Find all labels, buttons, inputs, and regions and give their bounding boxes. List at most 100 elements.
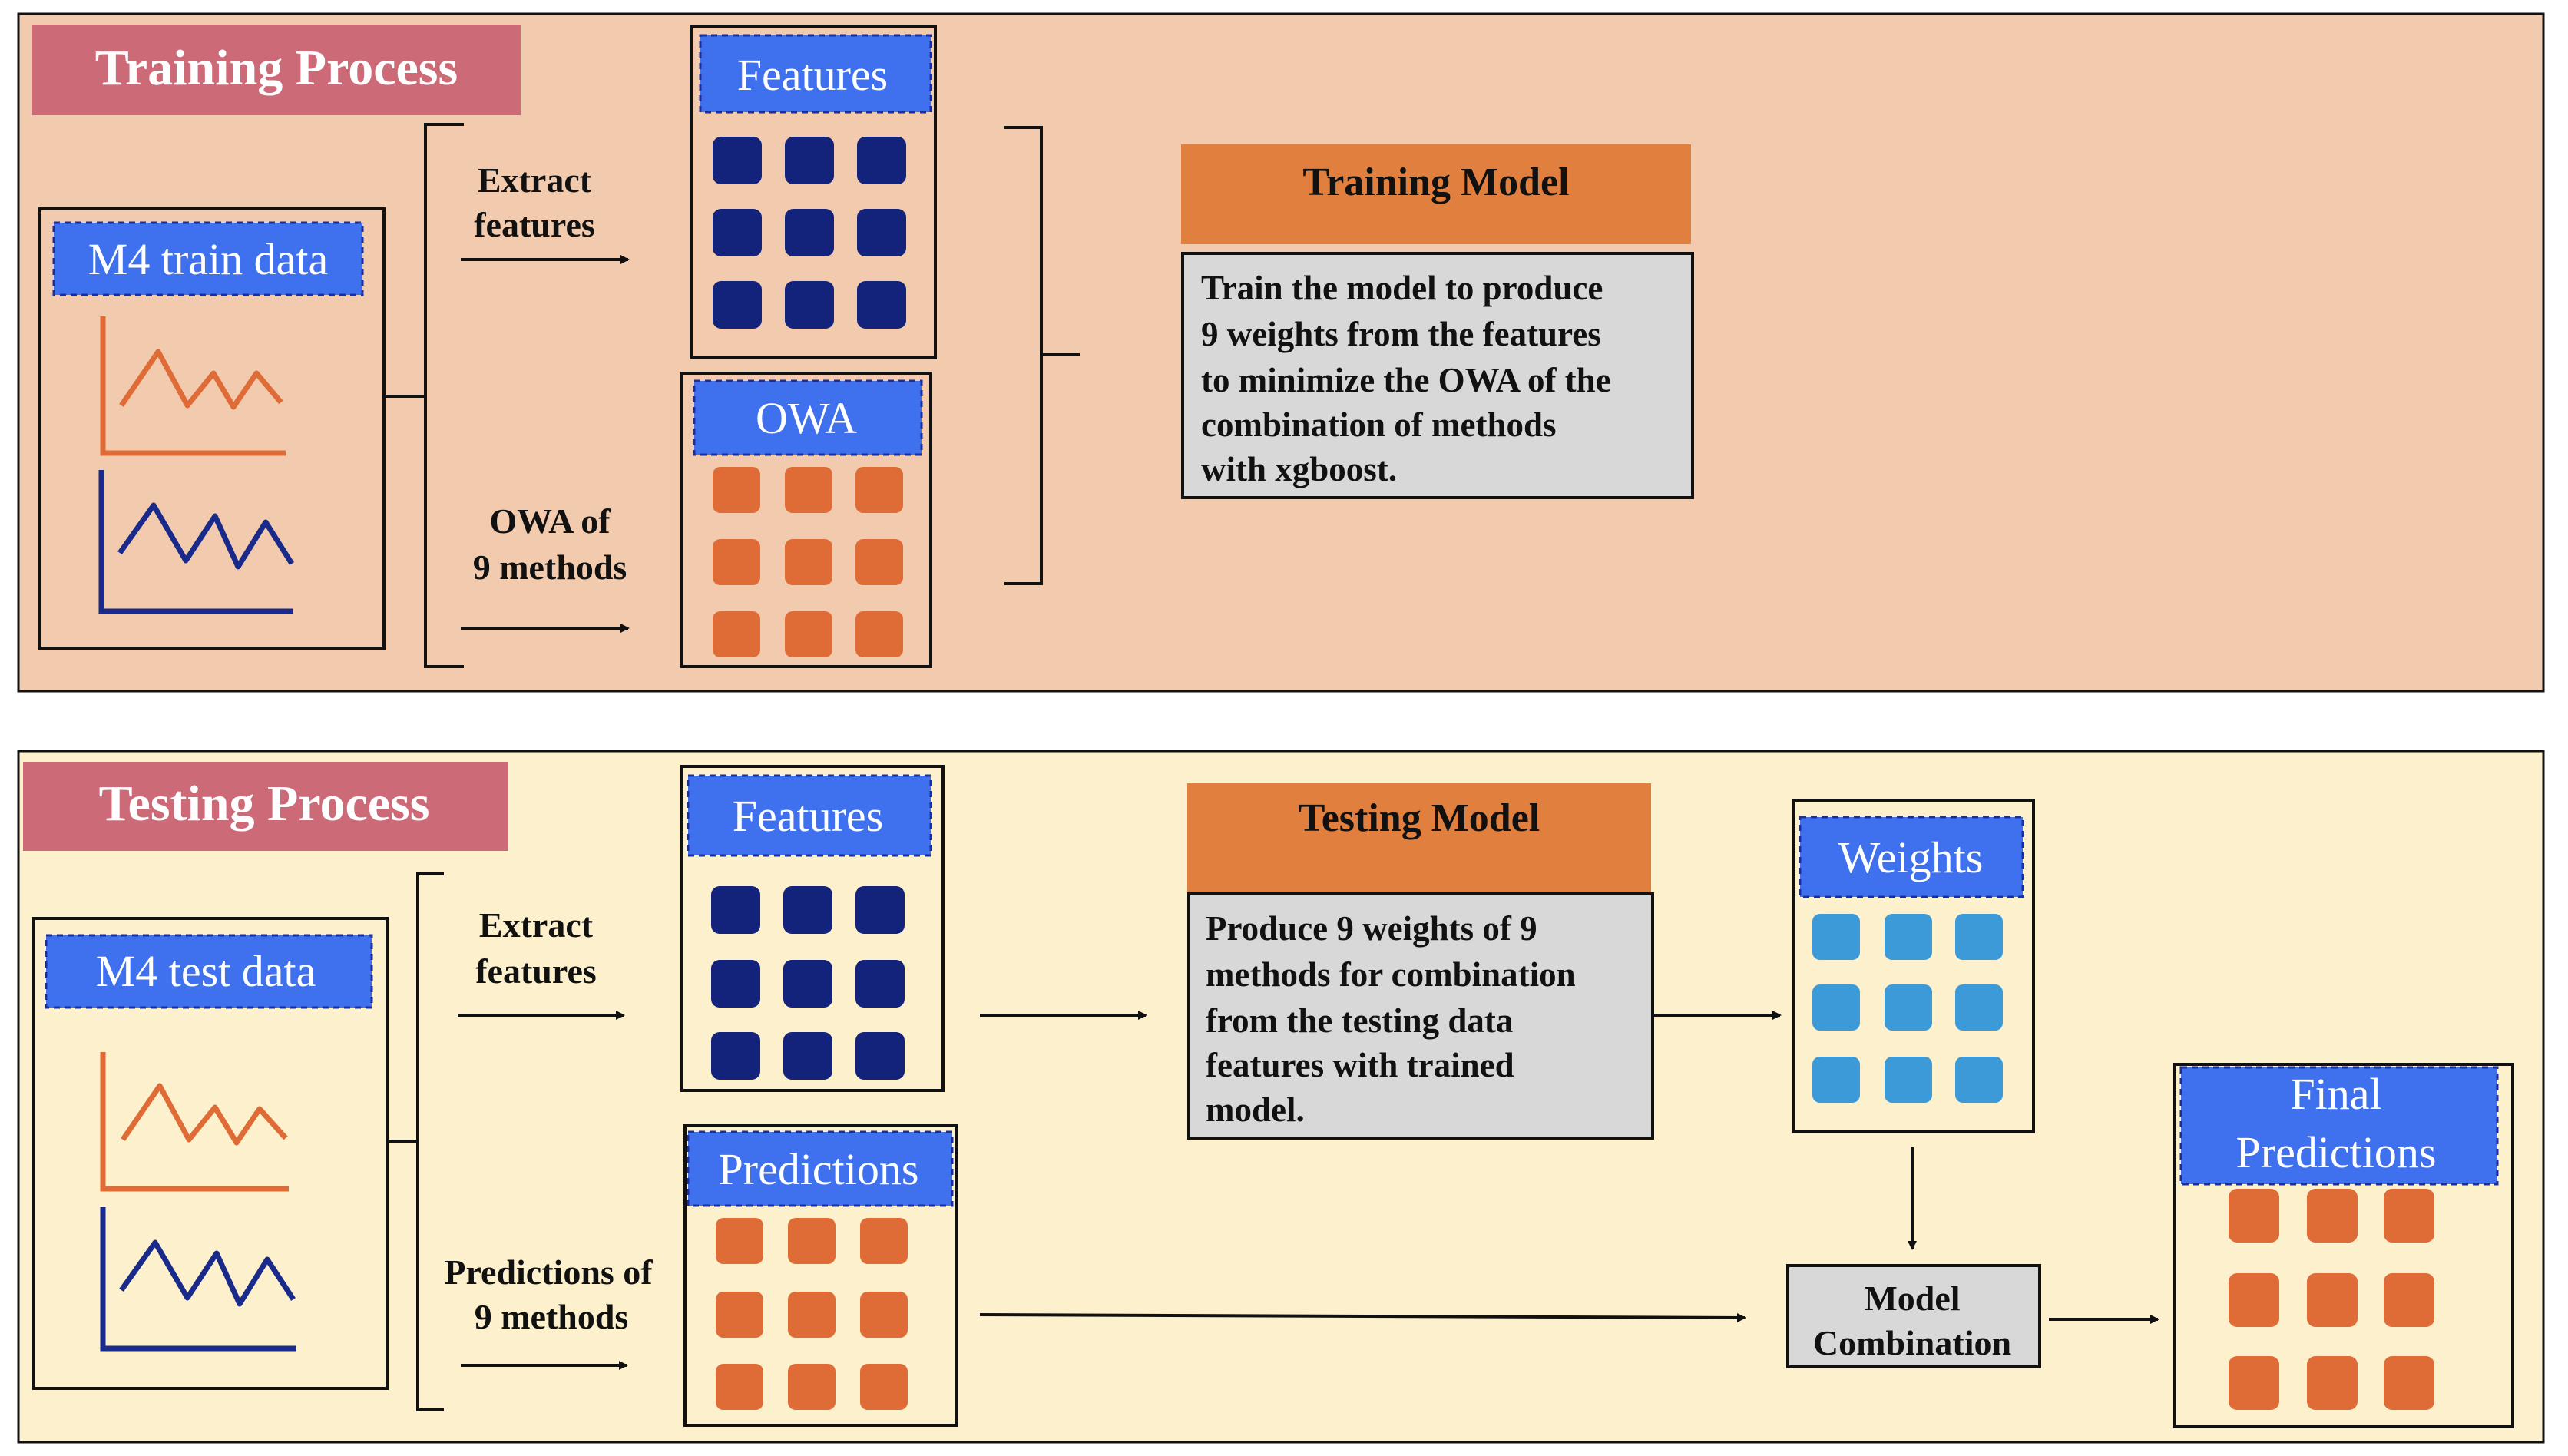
test-features-box: Features [680, 765, 945, 1092]
prediction-tile [788, 1218, 836, 1264]
training-model-text-line: with xgboost. [1201, 450, 1397, 488]
testing-model-text-line: features with trained [1206, 1046, 1514, 1084]
feature-tile [783, 886, 832, 934]
training-panel: Training Process M4 train data Extract f… [17, 12, 2545, 693]
feature-tile [785, 137, 834, 184]
weight-tile [1812, 984, 1860, 1031]
owa-tile [855, 611, 903, 657]
final-tile [2384, 1189, 2434, 1243]
feature-tile [783, 960, 832, 1008]
test-data-box: M4 test data [32, 917, 389, 1390]
train-brace [386, 123, 464, 668]
test-pred-label-1: Predictions of [444, 1252, 653, 1292]
final-tile [2307, 1189, 2358, 1243]
train-features-box: Features [690, 25, 937, 359]
owa-tile [713, 467, 760, 513]
train-owa-label-1: OWA of [489, 501, 611, 541]
final-tile [2307, 1356, 2358, 1410]
final-tile [2229, 1356, 2279, 1410]
final-predictions-label-2: Predictions [2236, 1127, 2437, 1177]
training-model-header [1181, 144, 1691, 244]
train-owa-label-2: 9 methods [473, 548, 627, 587]
train-owa-header [693, 379, 923, 456]
train-data-box: M4 train data [38, 207, 386, 650]
testing-panel: Testing Process M4 test data Extract fea… [17, 750, 2545, 1444]
prediction-tile [716, 1218, 763, 1264]
weight-tile [1885, 984, 1932, 1031]
feature-tile [855, 1032, 905, 1080]
weight-tile [1885, 1057, 1932, 1103]
weight-tiles [1812, 914, 2003, 1103]
feature-tile [713, 281, 762, 329]
feature-tile [711, 960, 760, 1008]
feature-tile [711, 886, 760, 934]
testing-model-title: Testing Model [1299, 796, 1540, 840]
testing-title-box [23, 762, 508, 851]
owa-tile [855, 467, 903, 513]
test-data-header [45, 934, 373, 1009]
model-combination-line-1: Model [1864, 1279, 1960, 1318]
testing-model-body [1187, 892, 1654, 1140]
training-model-title: Training Model [1302, 160, 1569, 204]
weights-box: Weights [1792, 799, 2035, 1133]
train-extract-label-2: features [474, 205, 595, 244]
testing-model-text-line: from the testing data [1206, 1001, 1513, 1040]
testing-model-text-line: model. [1206, 1090, 1305, 1129]
final-predictions-label-1: Final [2290, 1069, 2381, 1119]
testing-model-text-line: methods for combination [1206, 955, 1576, 994]
training-model-body [1181, 252, 1694, 499]
prediction-tile [860, 1364, 908, 1410]
testing-model-header [1187, 783, 1651, 894]
feature-tile [785, 209, 834, 256]
final-tiles [2229, 1189, 2434, 1410]
weight-tile [1885, 914, 1932, 960]
prediction-tiles [716, 1218, 908, 1410]
weight-tile [1812, 1057, 1860, 1103]
train-right-brace [1004, 126, 1080, 585]
test-features-label: Features [733, 791, 884, 841]
owa-tiles [713, 467, 903, 657]
line-chart-icon [98, 470, 294, 614]
weights-header [1799, 816, 2024, 898]
line-chart-icon [100, 316, 286, 456]
feature-tile [857, 209, 906, 256]
test-extract-label-1: Extract [479, 905, 594, 945]
owa-tile [713, 611, 760, 657]
train-extract-label-1: Extract [478, 160, 592, 200]
final-predictions-header [2179, 1066, 2499, 1186]
owa-tile [855, 539, 903, 585]
owa-tile [785, 467, 832, 513]
training-model-text-line: combination of methods [1201, 405, 1557, 444]
training-model-text-line: to minimize the OWA of the [1201, 361, 1611, 399]
prediction-tile [860, 1292, 908, 1338]
feature-tile [783, 1032, 832, 1080]
predictions-to-combination-arrow [979, 1312, 1746, 1322]
line-chart-icon [100, 1207, 296, 1352]
weight-tile [1955, 984, 2003, 1031]
prediction-tile [716, 1292, 763, 1338]
feature-tile [857, 137, 906, 184]
training-title: Training Process [95, 40, 458, 96]
feature-tile [713, 137, 762, 184]
training-model-text-line: 9 weights from the features [1201, 315, 1601, 353]
train-data-header [52, 221, 364, 296]
train-data-label: M4 train data [88, 234, 328, 284]
prediction-tile [716, 1364, 763, 1410]
test-predictions-label: Predictions [719, 1144, 919, 1194]
weight-tile [1955, 914, 2003, 960]
test-extract-label-2: features [475, 951, 597, 991]
feature-tiles [713, 137, 906, 329]
final-tile [2229, 1189, 2279, 1243]
feature-tile [713, 209, 762, 256]
prediction-tile [860, 1218, 908, 1264]
weights-label: Weights [1838, 832, 1984, 882]
line-chart-icon [100, 1052, 289, 1192]
train-owa-header-label: OWA [756, 393, 857, 443]
test-predictions-box: Predictions [683, 1124, 958, 1427]
training-title-box [32, 25, 521, 115]
weight-tile [1955, 1057, 2003, 1103]
testing-title: Testing Process [99, 776, 430, 832]
testing-model: Testing Model Produce 9 weights of 9 met… [1187, 783, 1654, 1140]
training-model-text-line: Train the model to produce [1201, 269, 1603, 307]
